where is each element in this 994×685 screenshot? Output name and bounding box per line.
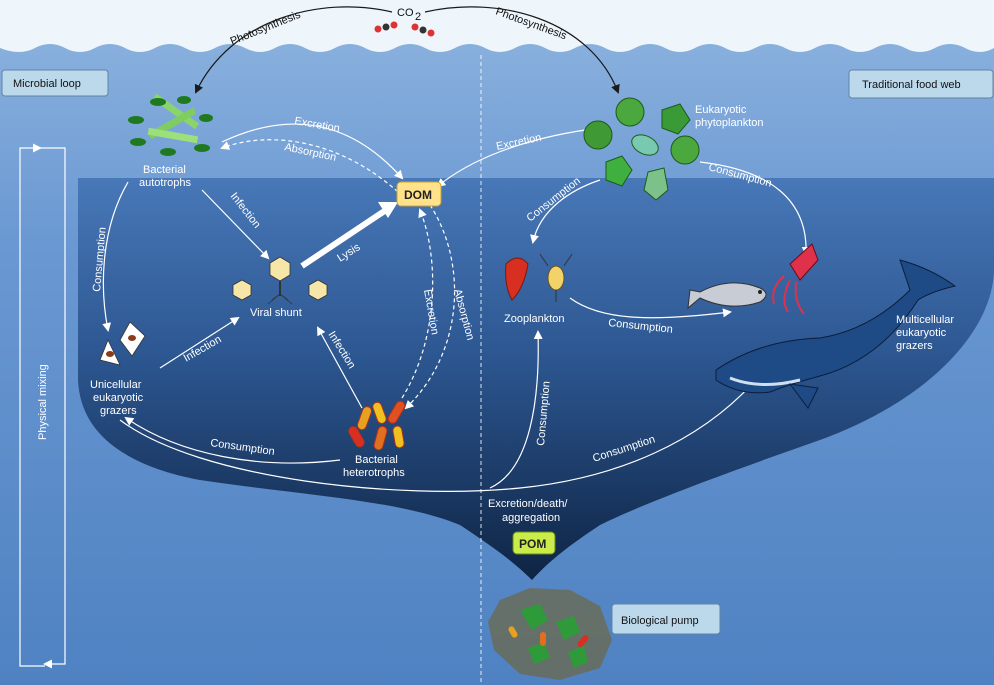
co2-label: CO 2 [397,7,421,23]
header-biological-pump-text: Biological pump [621,615,699,627]
header-microbial-loop: Microbial loop [1,69,109,97]
viral-shunt-label: Viral shunt [250,307,302,319]
squid-icon [772,243,819,315]
header-traditional-food-web-text: Traditional food web [862,79,961,91]
bacterial-autotrophs-label-2: autotrophs [139,177,191,189]
phytoplankton-label-1: Eukaryotic [695,104,747,116]
infection-arrow-autotrophs [201,189,270,260]
unicellular-grazers-label-2: eukaryotic [93,392,144,404]
consumption-arrow-phyto-zoo [530,179,601,244]
photosynthesis-arrow-right [424,6,620,94]
sky-band [0,0,994,52]
multicellular-grazers-label-3: grazers [896,340,933,352]
header-microbial-loop-text: Microbial loop [13,78,81,90]
excretion-arrow-phyto [436,129,586,188]
physical-mixing-bracket [19,143,66,669]
infection-arrow-grazers [159,316,240,369]
fish-icon [687,282,767,310]
bacterial-heterotrophs-label-1: Bacterial [355,454,398,466]
marine-snow-aggregate-icon [488,588,612,680]
consumption-arrow-bottom-left [124,416,341,464]
absorption-arrow-top [220,139,399,193]
consumption-arrow-whale [119,382,754,492]
consumption-arrow-zoo-fish [569,297,732,319]
pom-box: POM [512,531,556,555]
lysis-arrow [300,207,388,269]
co2-text: CO [397,7,414,19]
bacterial-heterotrophs-icon [348,400,406,451]
phytoplankton-label-2: phytoplankton [695,117,764,129]
header-biological-pump: Biological pump [611,603,721,635]
bacterial-autotrophs-icon [128,93,213,156]
consumption-arrow-phyto-squid [699,161,811,256]
multicellular-grazers-label-1: Multicellular [896,314,954,326]
whale-icon [715,259,957,409]
lysis-arrowhead [378,202,398,218]
consumption-arrow-left [102,181,129,332]
co2-subscript: 2 [415,11,421,23]
bacterial-heterotrophs-label-2: heterotrophs [343,467,405,479]
virus-icon [232,256,328,305]
unicellular-grazer-icon [99,321,146,366]
sinking-funnel [78,178,994,580]
pom-label: POM [519,537,546,551]
phytoplankton-icon [583,97,700,201]
unicellular-grazers-label-3: grazers [100,405,137,417]
header-traditional-food-web: Traditional food web [848,69,994,99]
physical-mixing-label: Physical mixing [37,364,49,440]
zooplankton-label: Zooplankton [504,313,565,325]
bacterial-autotrophs-label-1: Bacterial [143,164,186,176]
infection-arrow-heterotrophs [317,326,363,409]
photosynthesis-arrow-left [194,6,393,94]
consumption-arrow-up-zoo [489,330,543,489]
sinking-label-1: Excretion/death/ [488,498,568,510]
absorption-arrow-right [404,204,456,410]
sinking-label-2: aggregation [502,512,560,524]
co2-molecule-icon [374,21,435,37]
multicellular-grazers-label-2: eukaryotic [896,327,947,339]
consumption-up-zoo-label: Consumption [535,381,553,447]
consumption-left-label: Consumption [91,227,109,293]
excretion-arrow-top [221,123,404,180]
unicellular-grazers-label-1: Unicellular [90,379,142,391]
zooplankton-icon [505,253,573,302]
dom-box: DOM [396,181,442,207]
dom-label: DOM [404,188,432,202]
